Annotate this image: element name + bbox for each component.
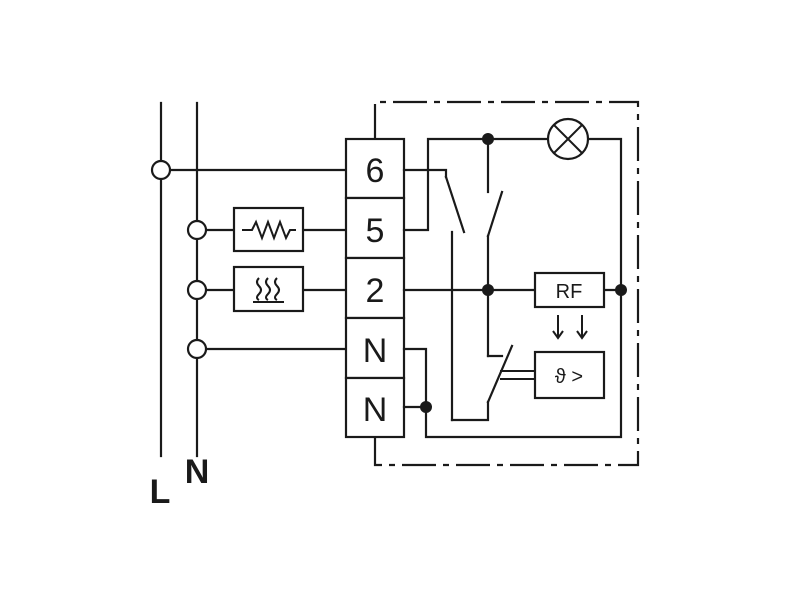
heater-box xyxy=(232,265,305,313)
thermostat-box xyxy=(533,350,606,400)
l-rail-terminal xyxy=(150,159,172,181)
terminal-6-label: 6 xyxy=(366,152,385,190)
junction-top xyxy=(482,133,494,145)
rail-l-label: L xyxy=(150,473,171,511)
terminal-n1-label: N xyxy=(363,332,388,370)
rf-label: RF xyxy=(556,281,583,303)
terminal-5-label: 5 xyxy=(366,212,385,250)
junction-middle xyxy=(482,284,494,296)
lamp-icon xyxy=(546,117,590,161)
rail-n-label: N xyxy=(185,453,210,491)
n-rail-terminal-2 xyxy=(186,279,208,301)
junction-right xyxy=(615,284,627,296)
terminal-2-label: 2 xyxy=(366,272,385,310)
resistor-icon xyxy=(242,219,296,241)
internal-wiring xyxy=(402,137,623,439)
arrow-down-icon xyxy=(552,315,588,340)
terminal-n2-label: N xyxy=(363,391,388,429)
rf-box xyxy=(533,271,606,309)
n-rail-terminal-1 xyxy=(186,219,208,241)
heat-waves-icon xyxy=(253,277,284,303)
junction-n xyxy=(420,401,432,413)
thermostat-label: ϑ > xyxy=(555,366,583,388)
n-rail-terminal-3 xyxy=(186,338,208,360)
housing-outline xyxy=(373,100,640,467)
